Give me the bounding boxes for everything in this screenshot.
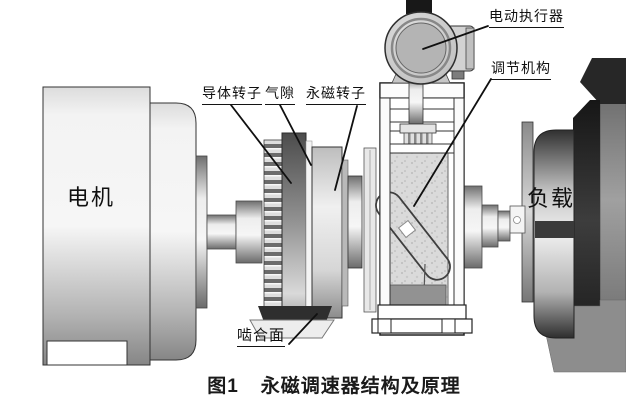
figure-caption: 图1 永磁调速器结构及原理 bbox=[42, 371, 626, 398]
adjusting-mechanism-label: 调节机构 bbox=[491, 63, 551, 80]
adjusting-mechanism-drawing bbox=[371, 75, 473, 336]
meshing-surface-label: 啮合面 bbox=[237, 329, 286, 347]
conductor-rotor-label: 导体转子 bbox=[202, 88, 262, 105]
input-shaft-drawing bbox=[206, 200, 263, 264]
electric-actuator-drawing bbox=[384, 0, 475, 85]
motor-drawing bbox=[42, 86, 208, 366]
leader-lines bbox=[230, 25, 492, 345]
rotor-discs-drawing bbox=[249, 132, 377, 339]
figure-caption-number: 图1 bbox=[207, 376, 239, 397]
load-drawing bbox=[461, 58, 626, 373]
figure-caption-title: 永磁调速器结构及原理 bbox=[260, 376, 461, 397]
air-gap-label: 气隙 bbox=[265, 88, 295, 105]
motor-label: 电机 bbox=[67, 185, 116, 210]
electric-actuator-label: 电动执行器 bbox=[489, 11, 564, 28]
pm-rotor-label: 永磁转子 bbox=[306, 88, 366, 105]
load-label: 负载 bbox=[527, 186, 576, 211]
